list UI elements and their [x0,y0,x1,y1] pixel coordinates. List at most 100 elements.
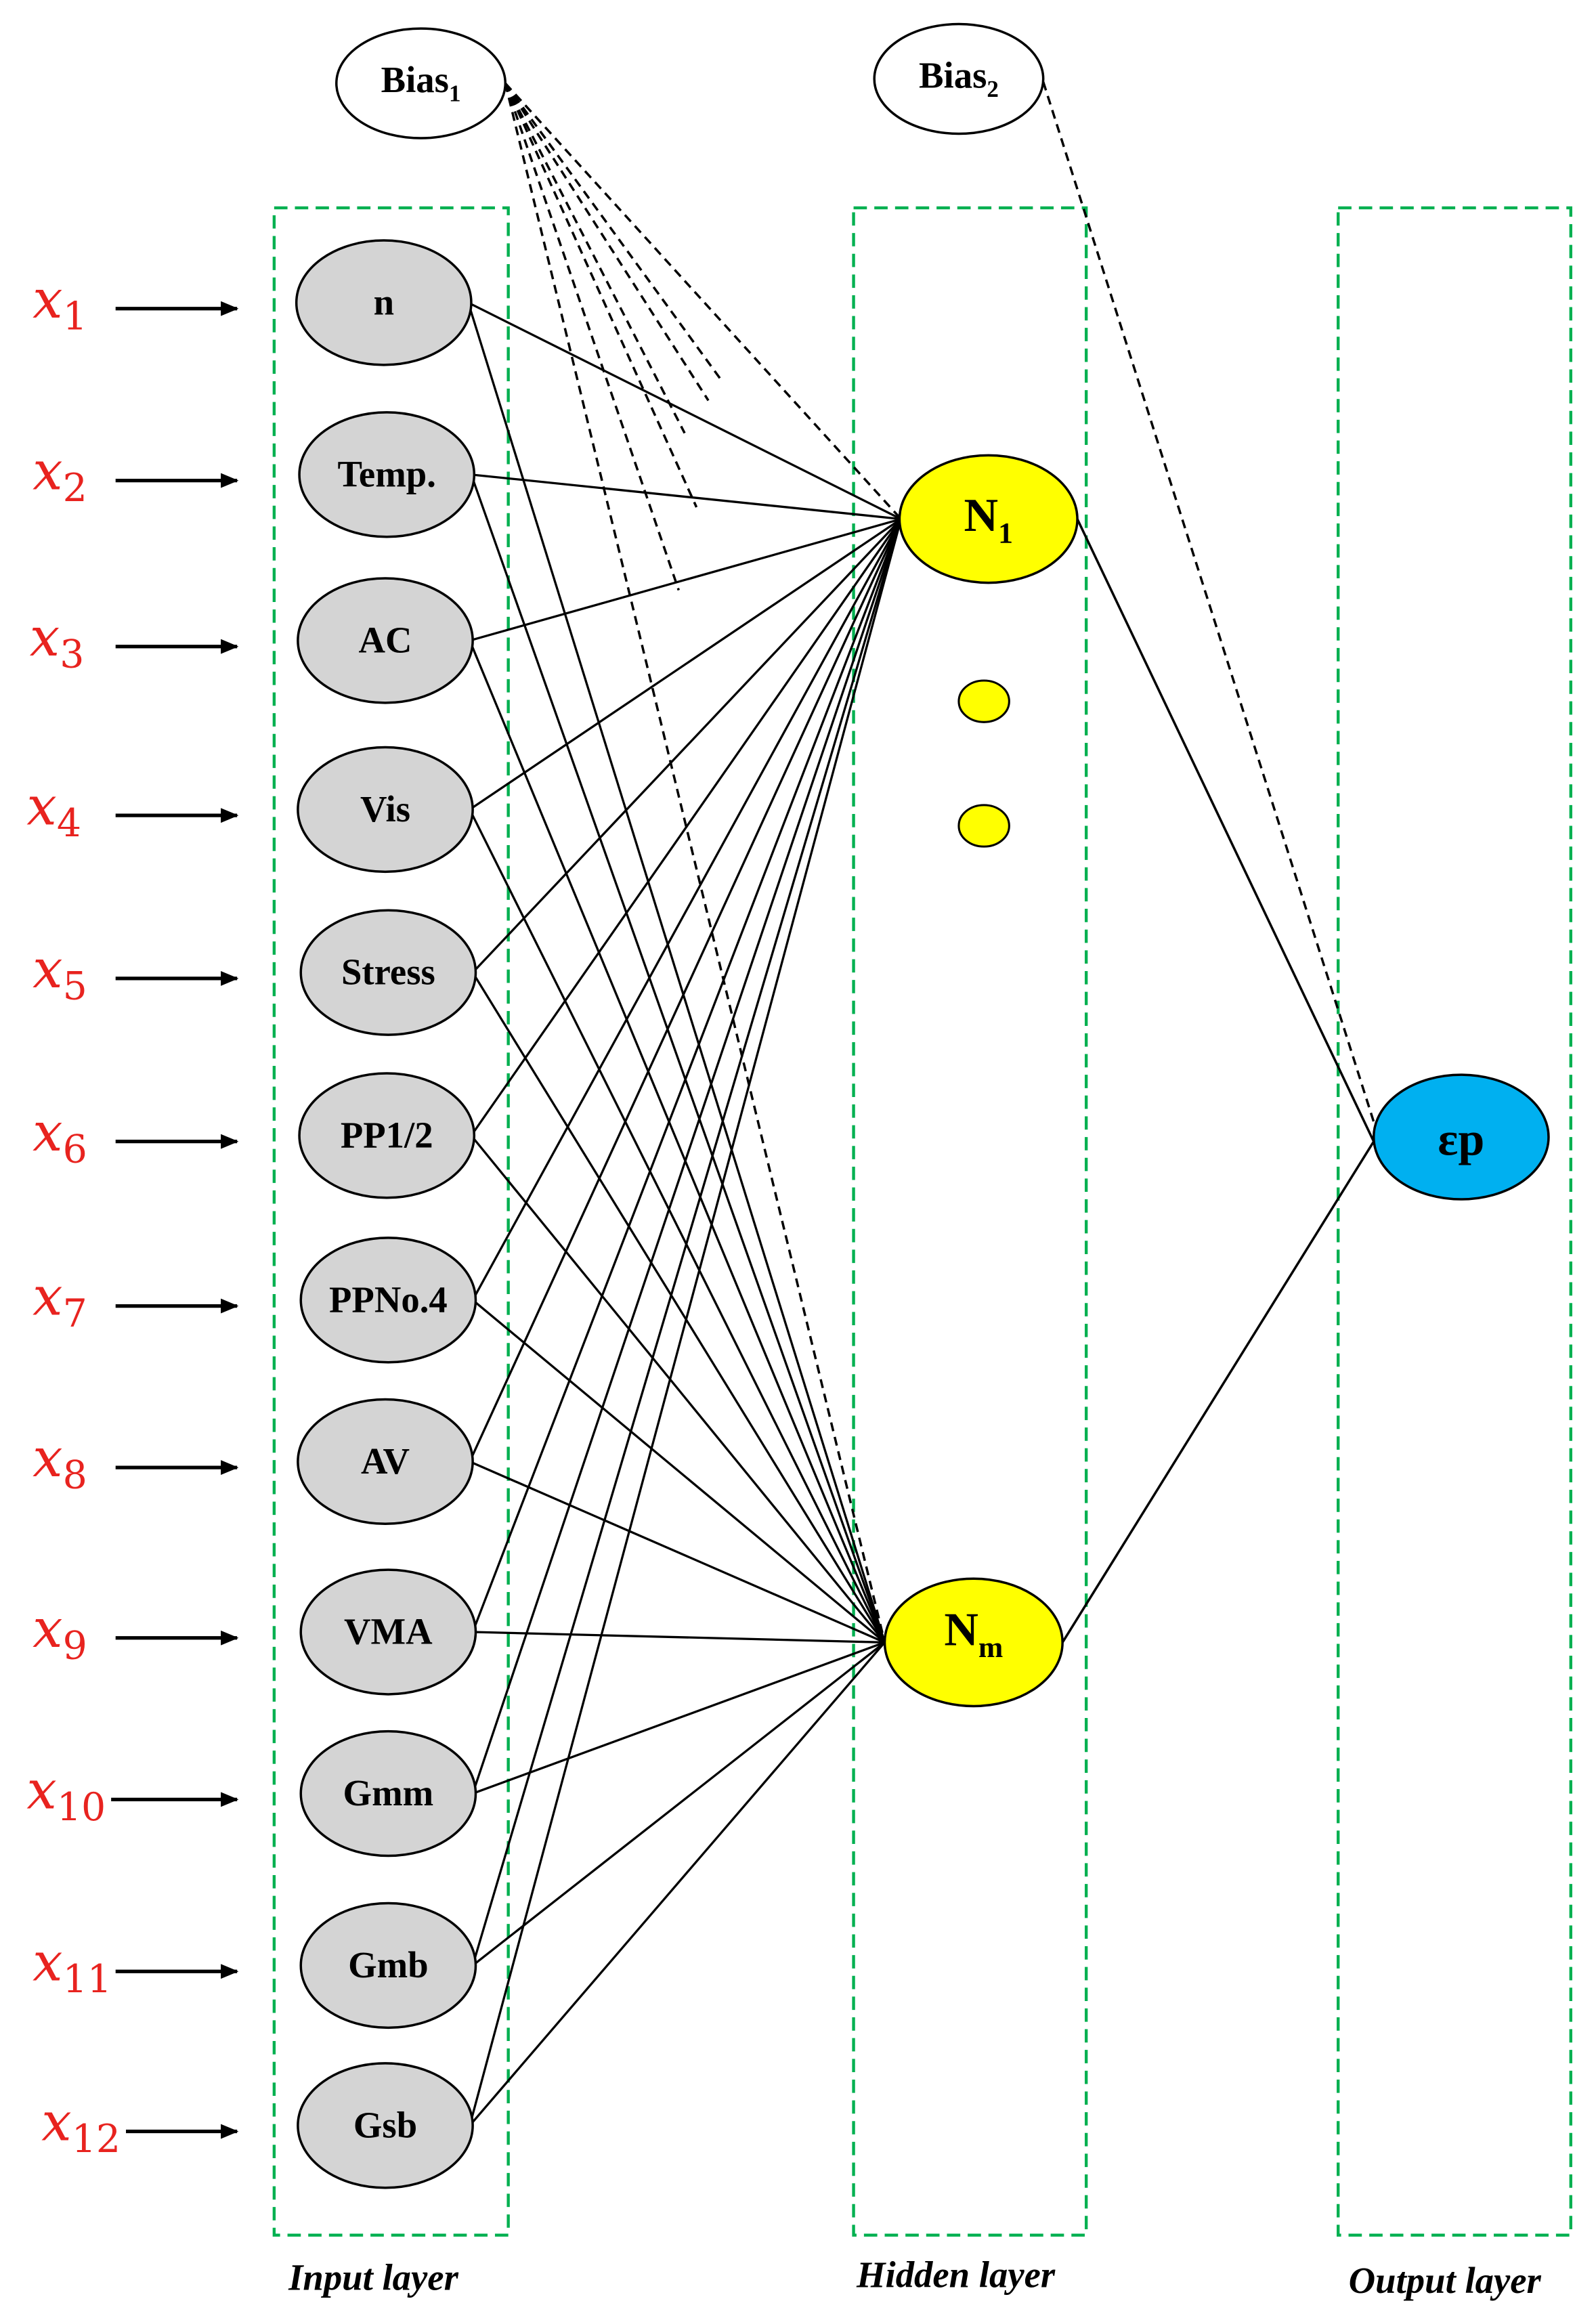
input-variable-label: x9 [33,1597,87,1669]
input-node-label: Stress [341,951,435,993]
input-variable-name: x [30,606,60,668]
input-variable-label: x12 [41,2091,121,2162]
input-node-label: PP1/2 [341,1114,433,1155]
bias-1-line [504,83,698,508]
input-variable-name: x [33,1101,62,1163]
weight-line [471,473,901,521]
input-variable-subscript: 10 [57,1785,106,1830]
input-variable-name: x [26,775,56,837]
input-variable-subscript: 8 [63,1453,87,1498]
input-variable-subscript: 3 [60,632,84,676]
input-node-label: n [374,281,394,322]
input-variable-subscript: 6 [63,1127,87,1172]
hidden-layer-label: Hidden layer [856,2254,1056,2295]
input-node: Temp. [298,411,476,538]
input-node: Stress [299,909,477,1036]
input-variable-name: x [33,1931,62,1993]
bias-1-line [504,83,886,1643]
input-variable-subscript: 9 [63,1623,87,1668]
input-variable-label: x11 [33,1931,112,2002]
hidden-node-nm-subscript: m [978,1631,1003,1664]
input-node-label: Vis [360,788,410,830]
weight-line [469,518,902,811]
weight-line [471,518,902,974]
input-node-label: AC [358,619,412,660]
input-variable-subscript: 12 [72,2117,121,2162]
input-variable-label: x7 [33,1266,87,1337]
weight-line [472,1641,886,1795]
output-node-text: εp [1438,1113,1484,1165]
bias-1-line [504,83,680,591]
bias-1-subscript: 1 [449,80,461,106]
ellipsis-dot-1 [957,679,1010,723]
input-variable-name: x [33,938,62,1000]
weight-line [471,518,903,1633]
hidden-node-n1-text: N [964,490,998,542]
input-variable-subscript: 7 [63,1291,87,1336]
weight-line [469,517,902,642]
hidden-node-n1-subscript: 1 [998,517,1013,549]
input-node: Gmm [299,1730,477,1857]
bias-1-line [504,83,725,384]
weight-line [470,518,902,1136]
input-variable-subscript: 5 [63,964,87,1009]
svg-text:Bias1: Bias1 [381,59,461,106]
weight-line [469,1641,886,2126]
input-layer-box [272,206,510,2237]
bias-1-node: Bias1 [335,27,507,139]
input-variable-label: x6 [33,1101,87,1172]
input-variable-label: x4 [26,775,81,846]
weight-line [473,1631,885,1644]
input-node: PPNo.4 [299,1237,477,1364]
weight-line [469,640,886,1643]
weight-line [471,518,903,1301]
hidden-layer-box [852,206,1088,2237]
svg-text:Nm: Nm [944,1604,1003,1664]
weight-line [469,519,903,2126]
input-variable-label: x10 [26,1759,106,1830]
input-variable-name: x [33,1597,62,1660]
input-variable-name: x [33,268,62,330]
input-node-label: PPNo.4 [329,1279,448,1320]
weight-line [471,518,903,1795]
input-layer-label: Input layer [288,2257,458,2298]
weight-line [472,1299,886,1644]
input-variable-name: x [41,2091,71,2153]
input-variable-subscript: 11 [63,1957,112,2002]
weight-line [471,519,903,1966]
input-variable-name: x [33,440,62,502]
hidden-output-line [1076,518,1375,1142]
input-node: Vis [297,746,474,874]
input-variable-name: x [33,1266,62,1328]
input-node: PP1/2 [298,1072,476,1199]
weight-line [471,972,886,1644]
input-node: VMA [299,1568,477,1696]
bias-2-line [1042,81,1378,1132]
bias-1-line [504,83,686,434]
input-node-label: VMA [344,1611,433,1652]
input-variable-label: x1 [33,268,87,339]
weight-line [469,1460,886,1644]
input-variable-subscript: 4 [57,801,81,846]
weight-connections [467,301,1375,2126]
hidden-node-nm-text: N [944,1604,978,1656]
input-variable-name: x [33,1427,62,1489]
input-node-label: Temp. [337,453,435,494]
input-node: Gsb [297,2062,474,2189]
hidden-node-n1: N1 [898,454,1079,584]
bias-2-node: Bias2 [873,22,1045,135]
input-variable-label: x8 [33,1427,87,1498]
input-variable-subscript: 2 [63,466,87,511]
input-node: AC [297,577,474,704]
bias-1-line [504,82,902,520]
input-node: Gmb [299,1902,477,2029]
output-layer-box [1337,206,1572,2237]
weight-line [467,302,886,1643]
input-node-label: Gsb [353,2104,417,2145]
svg-text:N1: N1 [964,490,1012,550]
svg-text:Bias2: Bias2 [919,55,999,102]
weight-line [467,301,902,520]
input-variable-label: x5 [33,938,87,1009]
